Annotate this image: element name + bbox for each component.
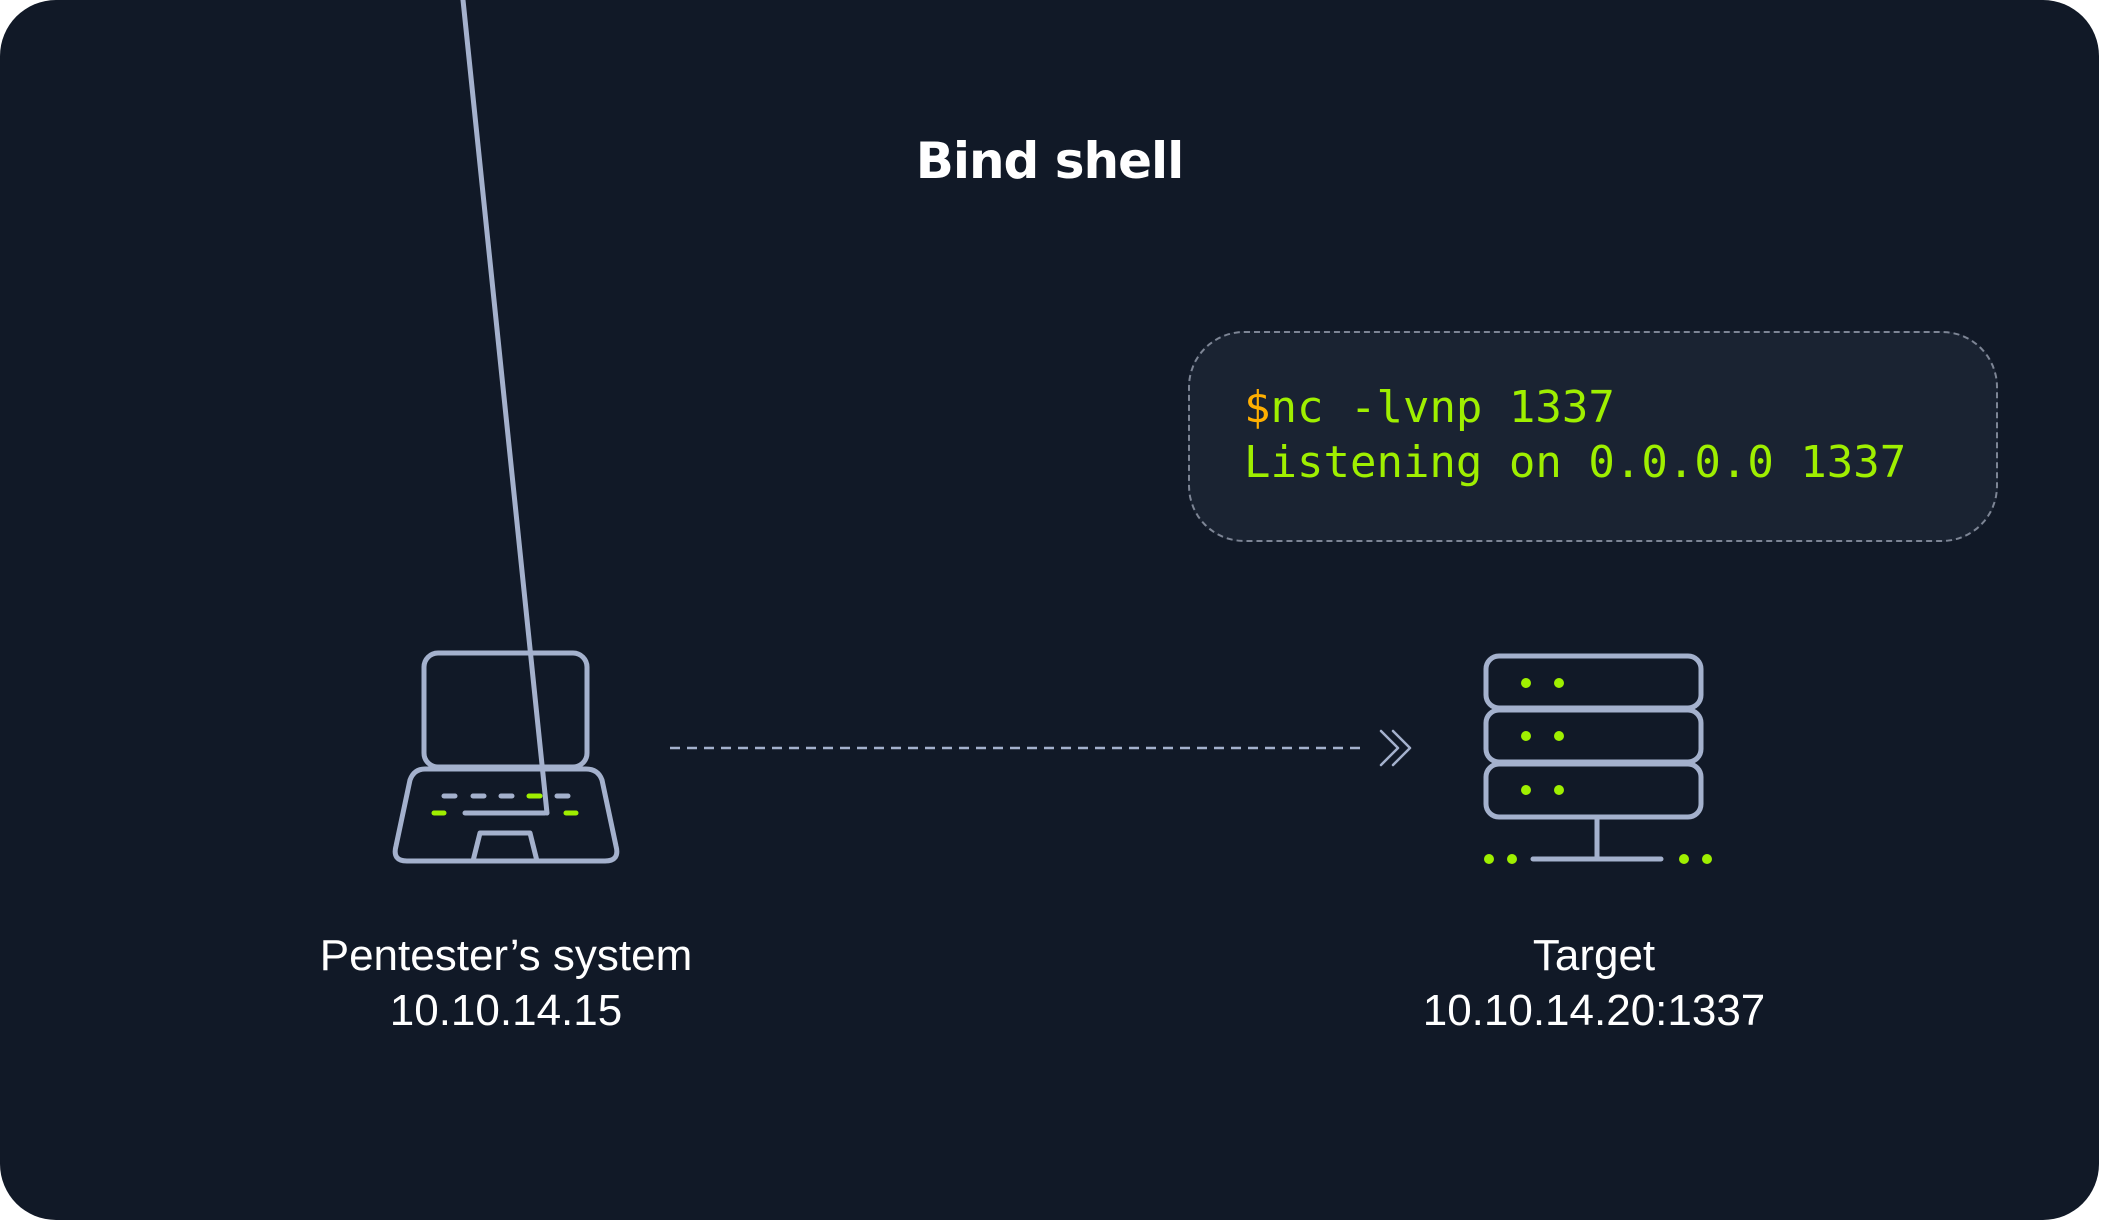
laptop-icon bbox=[392, 0, 620, 864]
terminal-box: $nc -lvnp 1337 Listening on 0.0.0.0 1337 bbox=[1188, 331, 1998, 542]
terminal-output: Listening on 0.0.0.0 1337 bbox=[1244, 437, 1907, 488]
laptop-keyboard-accent bbox=[431, 793, 579, 816]
terminal-prompt: $ bbox=[1244, 382, 1271, 433]
pentester-name: Pentester’s system bbox=[319, 931, 693, 980]
terminal-command-line: $nc -lvnp 1337 bbox=[1244, 382, 1615, 433]
server-status-lights bbox=[1484, 678, 1712, 864]
target-label: Target 10.10.14.20:1337 bbox=[1294, 928, 1894, 1038]
diagram-title: Bind shell bbox=[915, 132, 1185, 190]
double-chevron-right-icon bbox=[1379, 729, 1412, 767]
target-name: Target bbox=[1532, 931, 1656, 980]
target-ip: 10.10.14.20:1337 bbox=[1422, 986, 1766, 1035]
server-icon bbox=[1483, 653, 1704, 862]
pentester-label: Pentester’s system 10.10.14.15 bbox=[206, 928, 806, 1038]
pentester-ip: 10.10.14.15 bbox=[389, 986, 623, 1035]
terminal-command: nc -lvnp 1337 bbox=[1270, 382, 1615, 433]
